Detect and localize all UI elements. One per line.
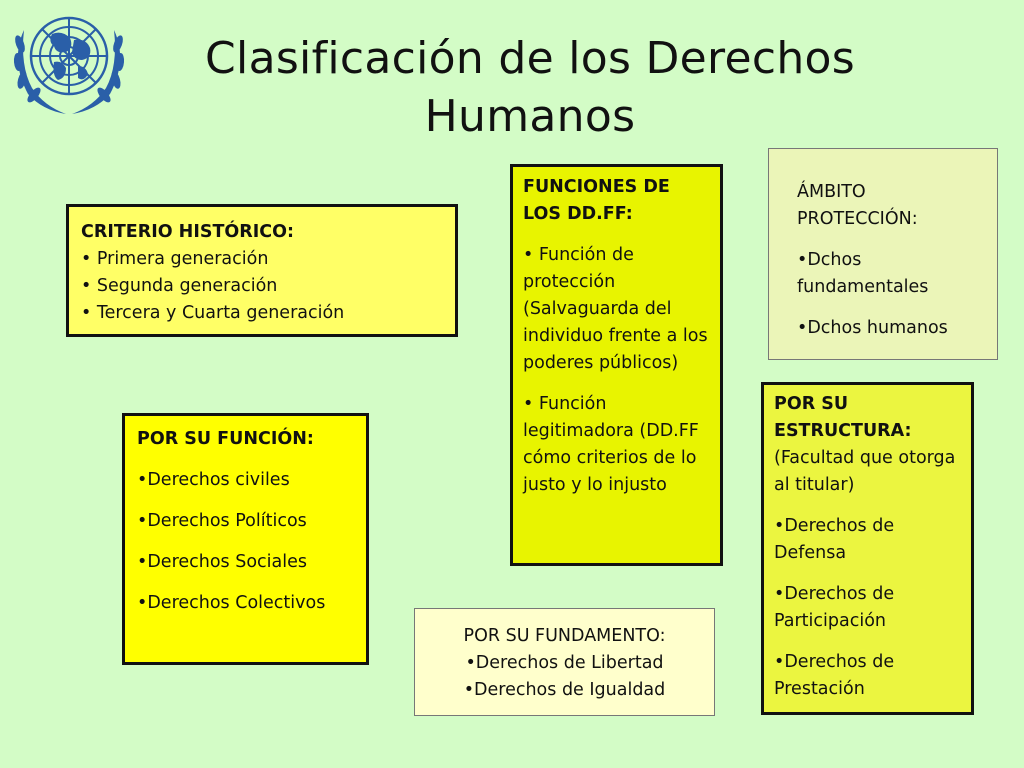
por-su-fundamento-box: POR SU FUNDAMENTO: •Derechos de Libertad… [414, 608, 715, 716]
un-emblem-icon [4, 0, 134, 120]
por-su-estructura-subheading: (Facultad que otorga al titular) [774, 448, 956, 495]
list-item: • Primera generación [81, 249, 269, 269]
list-item: • Tercera y Cuarta generación [81, 303, 345, 323]
list-item: •Derechos de Defensa [774, 516, 895, 563]
por-su-estructura-heading: POR SU ESTRUCTURA: [774, 394, 912, 441]
por-su-estructura-box: POR SU ESTRUCTURA: (Facultad que otorga … [761, 382, 974, 715]
slide-title: Clasificación de los Derechos Humanos [205, 33, 855, 142]
list-item: •Dchos fundamentales [797, 250, 929, 297]
list-item: •Derechos Políticos [137, 511, 307, 531]
ambito-proteccion-box: ÁMBITO PROTECCIÓN: •Dchos fundamentales … [768, 148, 998, 360]
list-item: •Dchos humanos [797, 318, 948, 338]
list-item: •Derechos de Libertad [465, 653, 664, 673]
funciones-ddff-box: FUNCIONES DE LOS DD.FF: • Función de pro… [510, 164, 723, 566]
list-item: •Derechos civiles [137, 470, 290, 490]
funciones-ddff-heading: FUNCIONES DE LOS DD.FF: [523, 177, 670, 224]
list-item: • Función legitimadora (DD.FF cómo crite… [523, 394, 699, 495]
list-item: •Derechos Colectivos [137, 593, 326, 613]
por-su-funcion-heading: POR SU FUNCIÓN: [137, 429, 314, 449]
list-item: •Derechos de Participación [774, 584, 895, 631]
list-item: • Segunda generación [81, 276, 278, 296]
list-item: •Derechos de Prestación [774, 652, 895, 699]
por-su-funcion-box: POR SU FUNCIÓN: •Derechos civiles •Derec… [122, 413, 369, 665]
criterio-historico-heading: CRITERIO HISTÓRICO: [81, 222, 294, 242]
list-item: •Derechos de Igualdad [463, 680, 666, 700]
criterio-historico-box: CRITERIO HISTÓRICO: • Primera generación… [66, 204, 458, 337]
list-item: •Derechos Sociales [137, 552, 308, 572]
por-su-fundamento-heading: POR SU FUNDAMENTO: [463, 626, 666, 646]
list-item: • Función de protección (Salvaguarda del… [523, 245, 708, 373]
ambito-proteccion-heading: ÁMBITO PROTECCIÓN: [797, 182, 918, 229]
